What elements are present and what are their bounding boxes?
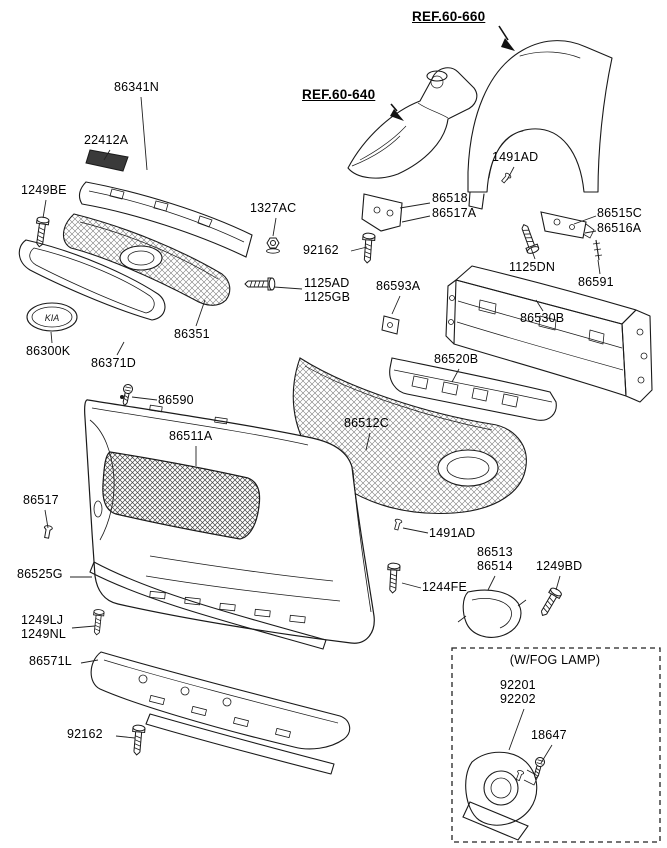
- apron-rail-drawing: [347, 67, 478, 179]
- ref-60-640-link[interactable]: REF.60-640: [302, 87, 376, 102]
- ref-60-660-link[interactable]: REF.60-660: [412, 9, 486, 24]
- bolt-1249BD-icon: [536, 586, 564, 619]
- callout-86515C: 86515C: [597, 206, 642, 220]
- bumper-lower-molding-drawing: [89, 561, 327, 650]
- callout-1125GB: 1125GB: [304, 290, 351, 304]
- grille-upper-cover-drawing: [78, 181, 253, 258]
- callout-86517: 86517: [23, 493, 59, 507]
- callout-86371D: 86371D: [91, 356, 136, 370]
- bolt-92162b-icon: [130, 724, 146, 756]
- callout-86516A: 86516A: [597, 221, 642, 235]
- callout-1249LJ: 1249LJ: [21, 613, 64, 627]
- nut-1327AC-icon: [266, 237, 280, 254]
- callout-92162-a: 92162: [303, 243, 339, 257]
- fog-lamp-option-box: [451, 647, 661, 843]
- callout-86511A: 86511A: [169, 429, 213, 443]
- callout-92202: 92202: [500, 692, 536, 706]
- callout-1244FE: 1244FE: [422, 580, 467, 594]
- hood-strip-drawing: [85, 149, 129, 172]
- callout-92201: 92201: [500, 678, 536, 692]
- callout-1491AD-a: 1491AD: [492, 150, 539, 164]
- bolt-1125AD-icon: [244, 277, 276, 291]
- kia-emblem-drawing: KIA: [26, 302, 78, 332]
- bumper-reinforcement-drawing: [445, 265, 653, 403]
- callout-22412A: 22412A: [84, 133, 129, 147]
- energy-absorber-drawing: [389, 357, 557, 421]
- callout-1249BD: 1249BD: [536, 559, 583, 573]
- bolt-1249BE-icon: [32, 215, 50, 249]
- callout-86513: 86513: [477, 545, 513, 559]
- callout-86530B: 86530B: [520, 311, 565, 325]
- callout-86520B: 86520B: [434, 352, 479, 366]
- grille-surround-drawing: [18, 239, 166, 321]
- fasteners-drawing: [32, 171, 564, 782]
- callout-86341N: 86341N: [114, 80, 159, 94]
- fender-side-bracket-drawing: [540, 211, 603, 261]
- callout-86525G: 86525G: [17, 567, 63, 581]
- callout-86351: 86351: [174, 327, 210, 341]
- callout-1249NL: 1249NL: [21, 627, 66, 641]
- lower-cover-drawing: [90, 651, 351, 775]
- bumper-cover-drawing: [84, 399, 375, 644]
- callout-1249BE: 1249BE: [21, 183, 67, 197]
- ref-arrows: [390, 25, 515, 121]
- bolt-1244FE-icon: [386, 562, 401, 594]
- bolt-1249LJ-icon: [91, 608, 105, 636]
- fog-box-title: (W/FOG LAMP): [509, 653, 601, 667]
- fog-lamp-cover-drawing: [457, 589, 527, 638]
- callout-86300K: 86300K: [26, 344, 71, 358]
- callout-92162-b: 92162: [67, 727, 103, 741]
- callout-1125AD: 1125AD: [304, 276, 350, 290]
- callout-86517A: 86517A: [432, 206, 477, 220]
- callout-86514: 86514: [477, 559, 513, 573]
- callout-86591: 86591: [578, 275, 614, 289]
- callout-1491AD-b: 1491AD: [429, 526, 476, 540]
- bolt-1125DN-icon: [517, 222, 541, 256]
- absorber-bracket-drawing: [381, 315, 400, 335]
- fender-drawing: [467, 40, 613, 210]
- callout-86518: 86518: [432, 191, 468, 205]
- callout-86590: 86590: [158, 393, 194, 407]
- callout-86512C: 86512C: [344, 416, 389, 430]
- leader-lines: [42, 96, 601, 764]
- callout-86571L: 86571L: [29, 654, 72, 668]
- callout-86593A: 86593A: [376, 279, 421, 293]
- clip-1491AD-b-icon: [392, 518, 403, 531]
- callout-18647: 18647: [531, 728, 567, 742]
- callout-1125DN: 1125DN: [509, 260, 556, 274]
- emblem-text: KIA: [45, 313, 60, 323]
- fog-lamp-drawing: [462, 751, 539, 841]
- callout-1327AC: 1327AC: [250, 201, 297, 215]
- radiator-grille-drawing: [62, 213, 231, 306]
- clip-fog-icon: [514, 769, 525, 782]
- rail-bracket-drawing: [361, 193, 403, 232]
